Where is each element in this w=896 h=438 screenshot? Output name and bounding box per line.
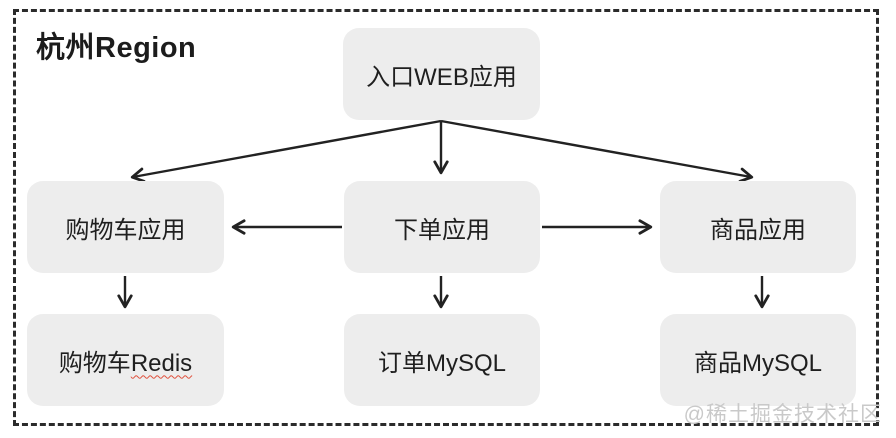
node-label: 购物车应用 <box>65 216 186 244</box>
node-label: 商品应用 <box>710 216 806 244</box>
node-cart-app: 购物车应用 <box>27 181 224 273</box>
node-label: 商品MySQL <box>693 349 822 377</box>
node-product-app: 商品应用 <box>660 181 856 273</box>
region-dashed-border <box>13 9 879 426</box>
node-label: 订单MySQL <box>377 349 506 377</box>
node-label-suffix-spellcheck: Redis <box>130 349 193 377</box>
node-label: 下单应用 <box>394 216 490 244</box>
node-product-mysql: 商品MySQL <box>660 314 856 406</box>
region-title: 杭州Region <box>36 32 197 64</box>
node-label-prefix: 购物车 <box>58 349 131 377</box>
node-order-mysql: 订单MySQL <box>344 314 540 406</box>
juejin-watermark: @稀土掘金技术社区 <box>683 403 882 426</box>
node-label: 购物车Redis <box>59 343 192 378</box>
node-entry-web-app: 入口WEB应用 <box>343 28 540 120</box>
edge-entry-to-product-app <box>440 119 754 183</box>
edge-entry-to-cart-app <box>130 119 442 183</box>
node-cart-redis: 购物车Redis <box>27 314 224 406</box>
node-order-app: 下单应用 <box>344 181 540 273</box>
node-label: 入口WEB应用 <box>366 63 517 91</box>
